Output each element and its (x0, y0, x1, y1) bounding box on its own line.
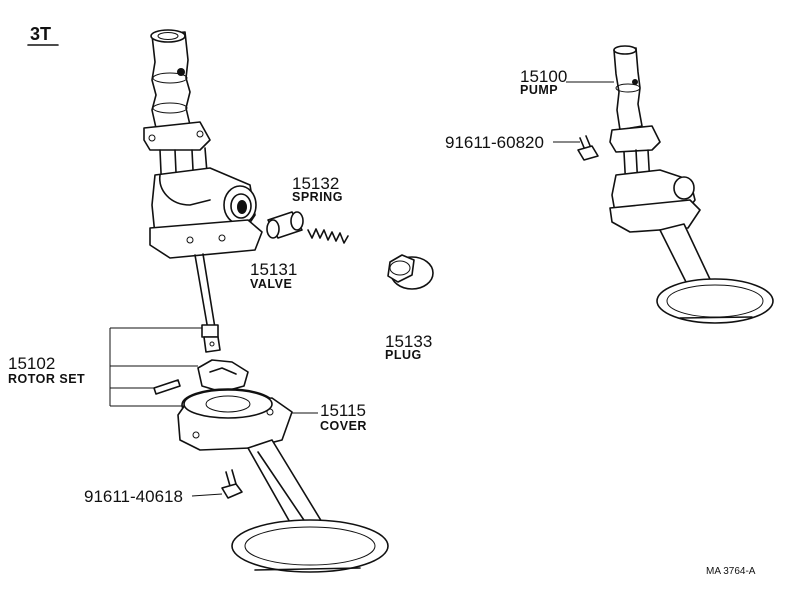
cover-part-number: 15115 (320, 401, 366, 420)
pump-part-name: PUMP (520, 83, 558, 97)
valve-part-number: 15131 (250, 260, 297, 279)
plug-part-name: PLUG (385, 348, 422, 362)
reference-code: MA 3764-A (706, 566, 756, 577)
plug-part-number: 15133 (385, 332, 432, 351)
spring-part-name: SPRING (292, 190, 343, 204)
assembled-oil-pump (609, 45, 774, 324)
bolt-lower-leader (191, 493, 223, 497)
bolt-upper (577, 135, 599, 161)
cover-part-name: COVER (320, 419, 367, 433)
plug (387, 254, 434, 290)
relief-spring (307, 228, 349, 244)
bolt-lower (221, 469, 243, 499)
pump-part-number: 15100 (520, 67, 567, 86)
exploded-pump-assembly (143, 29, 389, 573)
relief-valve (266, 211, 304, 239)
rotor-set-part-number: 15102 (8, 354, 55, 373)
valve-part-name: VALVE (250, 277, 292, 291)
spring-part-number: 15132 (292, 174, 339, 193)
bolt-upper-part-number: 91611-60820 (445, 133, 544, 152)
engine-code: 3T (30, 24, 51, 44)
bolt-lower-part-number: 91611-40618 (84, 487, 183, 506)
rotor-set-part-name: ROTOR SET (8, 372, 85, 386)
